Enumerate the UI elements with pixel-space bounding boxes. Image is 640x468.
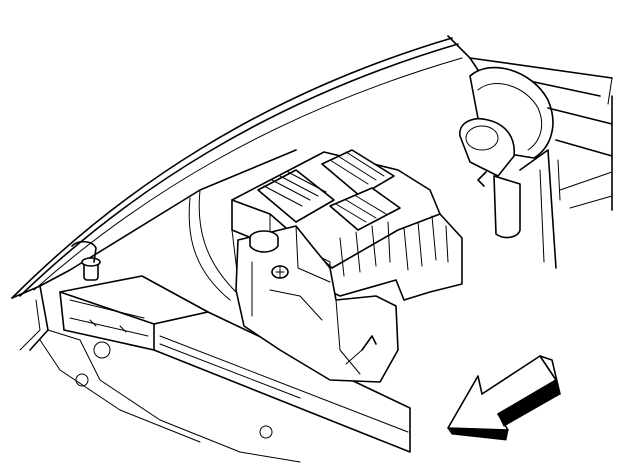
direction-arrow	[447, 355, 561, 441]
washer-reservoir	[235, 225, 399, 383]
strut-tower	[459, 66, 613, 269]
radiator-support	[19, 240, 411, 463]
fender-panel	[11, 149, 297, 351]
